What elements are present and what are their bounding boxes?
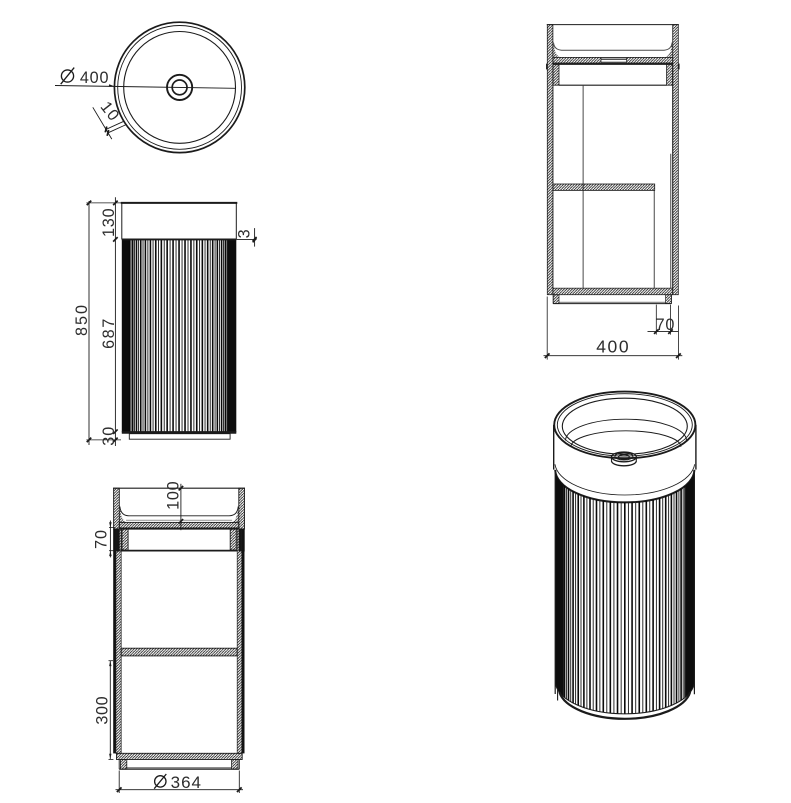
svg-text:400: 400: [80, 69, 109, 87]
svg-text:70: 70: [656, 316, 676, 334]
svg-text:70: 70: [93, 529, 111, 549]
svg-text:400: 400: [596, 337, 630, 357]
svg-text:687: 687: [100, 317, 118, 349]
svg-text:300: 300: [94, 696, 112, 725]
svg-text:3: 3: [236, 228, 254, 238]
svg-text:850: 850: [73, 303, 91, 336]
svg-text:30: 30: [100, 426, 118, 446]
svg-text:130: 130: [100, 208, 118, 237]
svg-text:100: 100: [164, 480, 182, 509]
svg-text:364: 364: [171, 773, 202, 792]
